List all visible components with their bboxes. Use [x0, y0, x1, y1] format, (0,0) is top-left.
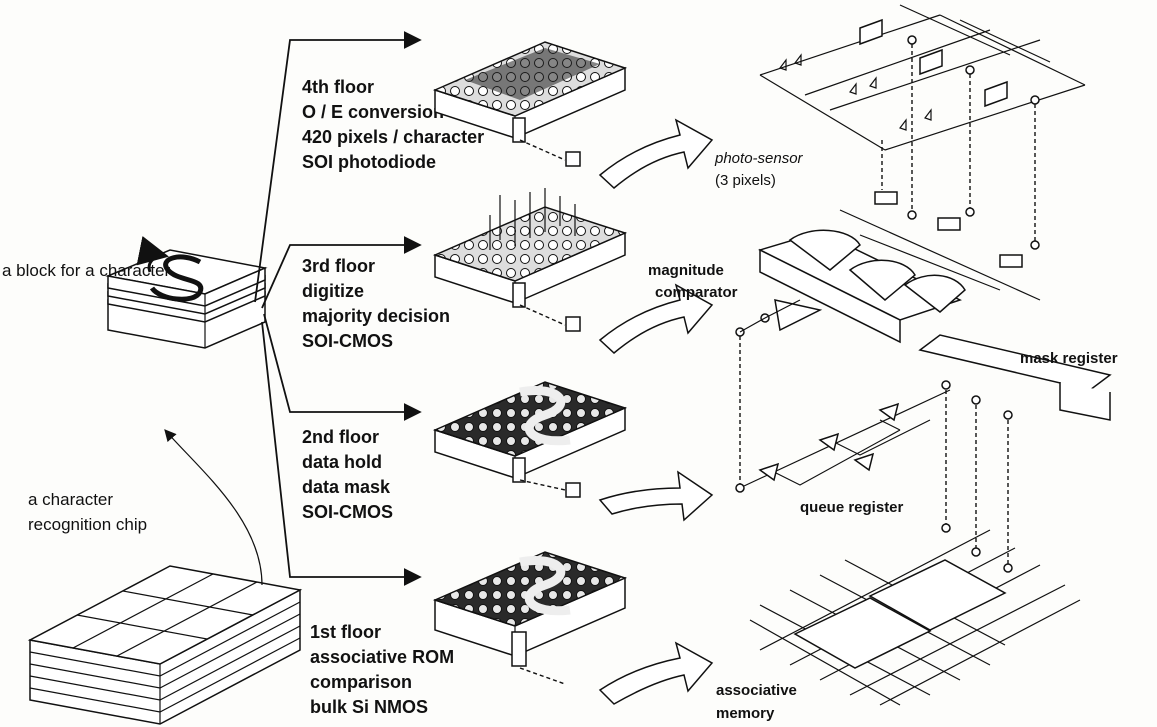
recognition-chip [30, 566, 300, 724]
floor-4-line-3: 420 pixels / character [302, 127, 484, 147]
floor-2-title: 2nd floor [302, 427, 379, 447]
floor-2-line-4: SOI-CMOS [302, 502, 393, 522]
chip-label-2: recognition chip [28, 515, 147, 534]
floor-1-title: 1st floor [310, 622, 381, 642]
magnitude-comparator-circuit [736, 192, 1040, 342]
floor-3-plate [435, 188, 625, 307]
floor-2-plate [435, 382, 625, 482]
associative-label: associative [716, 682, 797, 699]
floor-3-line-3: majority decision [302, 306, 450, 326]
floor-1-line-2: associative ROM [310, 647, 454, 667]
photo-sensor-pixels: (3 pixels) [715, 172, 776, 189]
floor-2-line-2: data hold [302, 452, 382, 472]
photo-sensor-circuit [760, 5, 1085, 245]
photo-sensor-label: photo-sensor [714, 150, 804, 167]
chip-to-block-arrow [165, 430, 262, 585]
memory-label: memory [716, 705, 775, 722]
floor-1-text: 1st floor associative ROM comparison bul… [310, 622, 454, 717]
block-label: a block for a character [2, 261, 171, 280]
associative-memory-circuit [750, 530, 1080, 705]
floor-3-line-4: SOI-CMOS [302, 331, 393, 351]
floor-2-text: 2nd floor data hold data mask SOI-CMOS [302, 427, 393, 522]
floor-1-line-4: bulk Si NMOS [310, 697, 428, 717]
floor-1-line-3: comparison [310, 672, 412, 692]
comparator-label: comparator [655, 284, 738, 301]
floor-4-line-2: O / E conversion [302, 102, 444, 122]
floor-1-plate [435, 552, 625, 666]
floor-4-title: 4th floor [302, 77, 374, 97]
floor-3-text: 3rd floor digitize majority decision SOI… [302, 256, 450, 351]
floor-2-line-3: data mask [302, 477, 391, 497]
floor-3-line-2: digitize [302, 281, 364, 301]
chip-label-1: a character [28, 490, 113, 509]
magnitude-label: magnitude [648, 262, 724, 279]
floor-4-line-4: SOI photodiode [302, 152, 436, 172]
floor-3-title: 3rd floor [302, 256, 375, 276]
queue-register-label: queue register [800, 499, 904, 516]
queue-mask-register-circuit [736, 335, 1110, 572]
mask-register-label: mask register [1020, 350, 1118, 367]
